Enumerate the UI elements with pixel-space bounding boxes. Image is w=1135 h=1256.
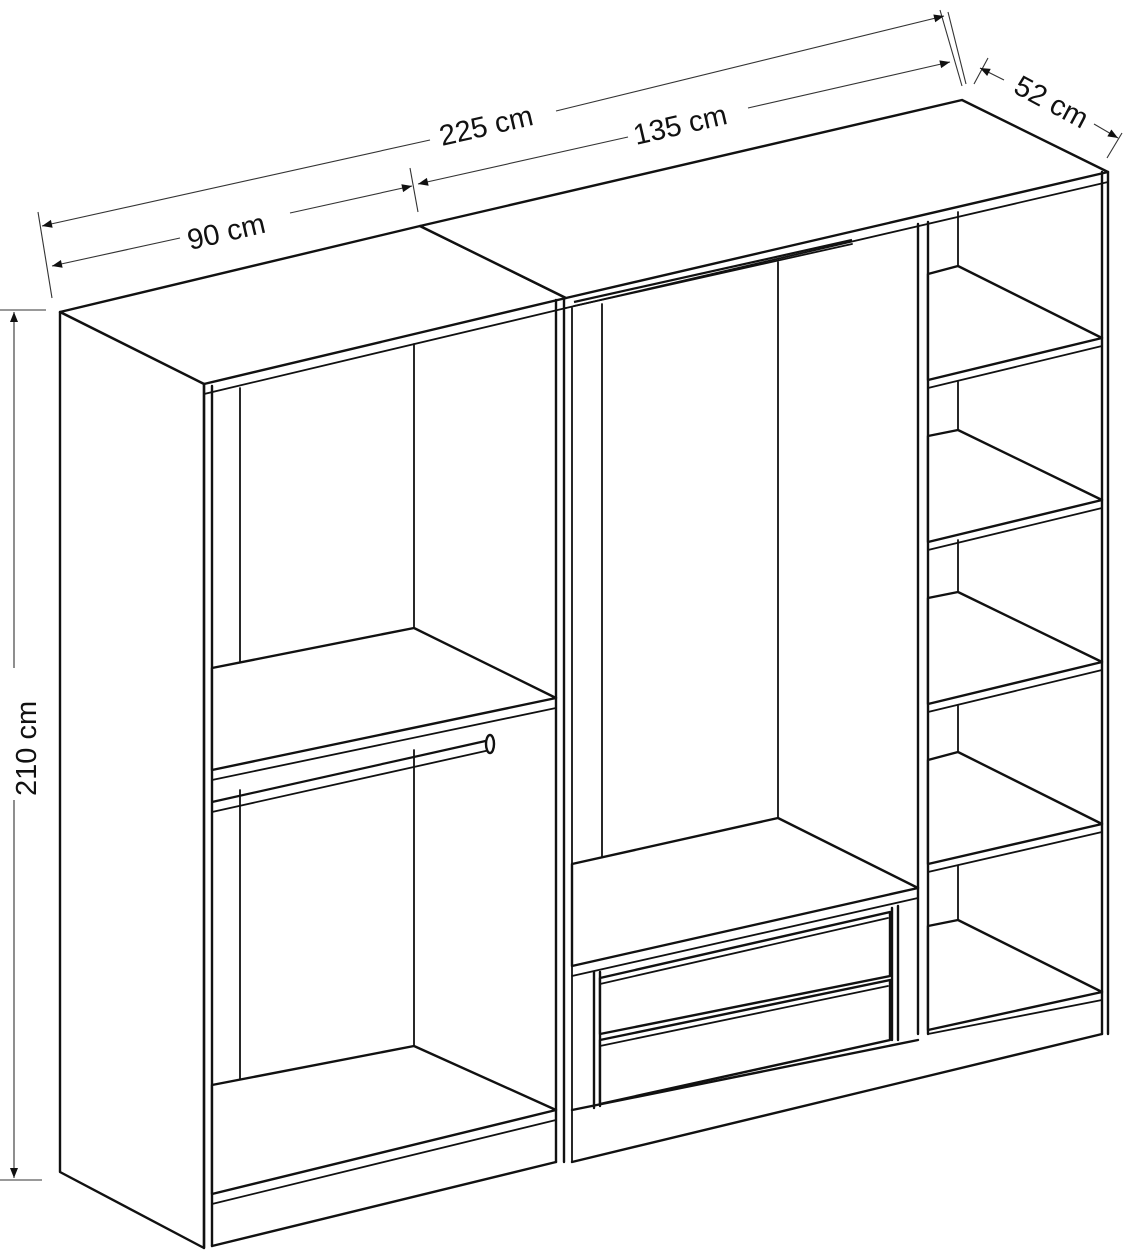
center-shelf bbox=[570, 816, 920, 968]
left-module-shelf bbox=[210, 626, 558, 772]
dimension-label-135: 135 cm bbox=[630, 99, 730, 152]
dimension-label-225: 225 cm bbox=[436, 100, 536, 153]
ext-line-right-top bbox=[939, 9, 963, 87]
left-hanging-rod bbox=[211, 733, 496, 813]
dimension-label-52: 52 cm bbox=[1009, 70, 1094, 135]
ext-line-right-top-2 bbox=[947, 11, 967, 85]
right-module bbox=[418, 98, 1110, 1164]
right-shelf-5 bbox=[926, 918, 1104, 1032]
dimension-label-90: 90 cm bbox=[184, 208, 268, 257]
ext-line-depth-end bbox=[1106, 132, 1123, 159]
center-hanging-rod bbox=[573, 238, 853, 307]
right-shelf-2 bbox=[926, 428, 1104, 544]
drawer-bottom[interactable] bbox=[598, 978, 892, 1106]
left-module-bottom-shelf bbox=[210, 1044, 558, 1196]
right-shelf-4 bbox=[926, 750, 1104, 866]
right-shelf-column bbox=[926, 211, 1104, 1035]
dimension-height: 210 cm bbox=[0, 309, 46, 1181]
drawer-top[interactable] bbox=[598, 910, 892, 1036]
dimension-lines: 225 cm 90 cm 135 cm 52 cm 210 cm bbox=[0, 9, 1123, 1181]
ext-line-left bbox=[37, 211, 53, 299]
left-module bbox=[58, 224, 568, 1250]
dimension-label-210: 210 cm bbox=[11, 701, 43, 796]
drawer-unit bbox=[570, 904, 1104, 1164]
left-module-side-panel bbox=[58, 310, 206, 1250]
right-shelf-3 bbox=[926, 590, 1104, 706]
ext-line-split bbox=[409, 167, 419, 213]
right-shelf-1 bbox=[926, 264, 1104, 382]
